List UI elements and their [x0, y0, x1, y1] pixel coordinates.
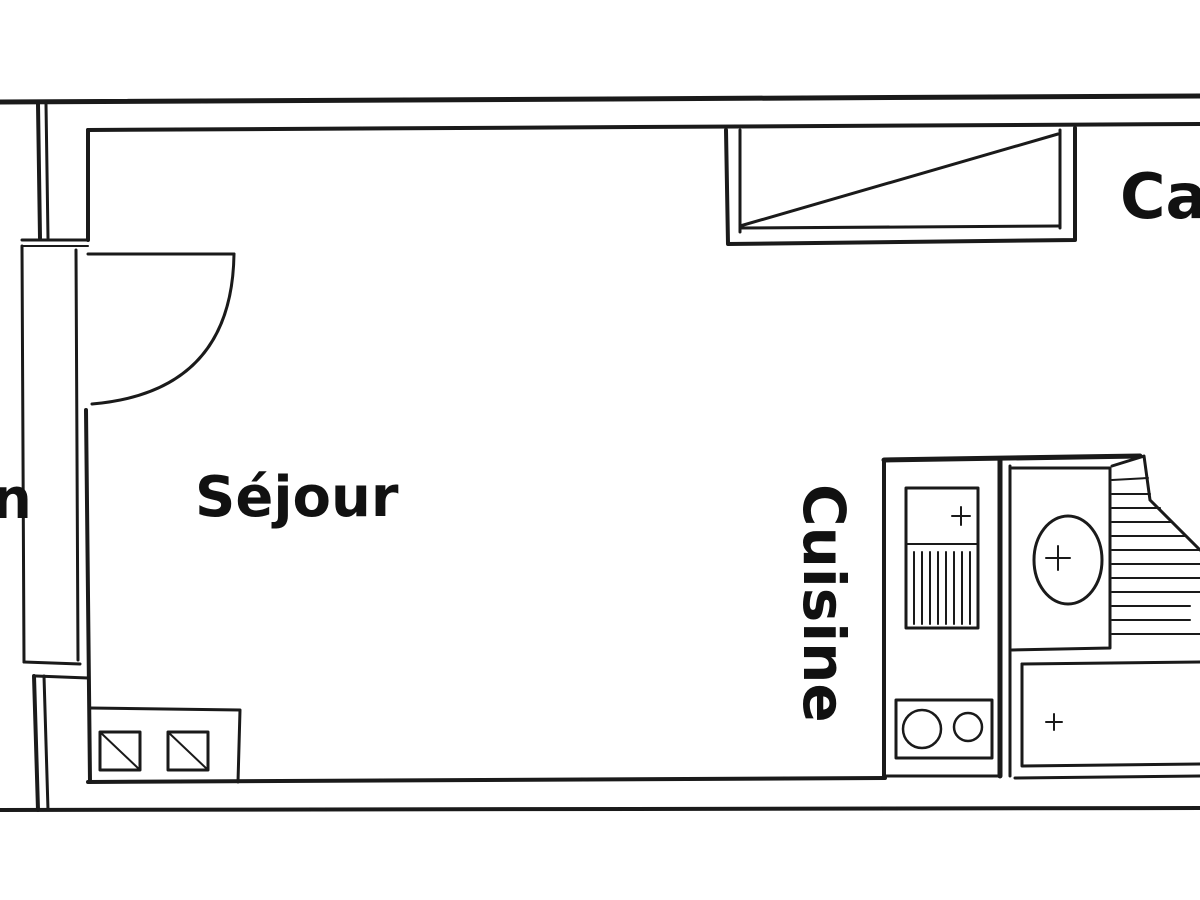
cooktop-icon: [894, 698, 994, 760]
room-label-cuisine: Cuisine: [790, 484, 858, 723]
washbasin-icon: [1032, 514, 1104, 606]
exterior-walls: [0, 93, 1200, 812]
bathroom: [1010, 466, 1200, 768]
sink-icon: [904, 486, 980, 630]
left-wall: [20, 102, 92, 812]
utility-box: [88, 706, 242, 784]
door-swing-icon: [86, 252, 236, 406]
room-label-right-cut: Ca: [1120, 160, 1200, 233]
kitchen-unit: [881, 453, 1143, 779]
room-label-left-cut: n: [0, 467, 32, 532]
bed-icon: [1045, 713, 1063, 731]
window-cabinet: [724, 126, 1077, 246]
room-label-sejour: Séjour: [195, 465, 399, 530]
stairs-icon: [1110, 454, 1200, 635]
